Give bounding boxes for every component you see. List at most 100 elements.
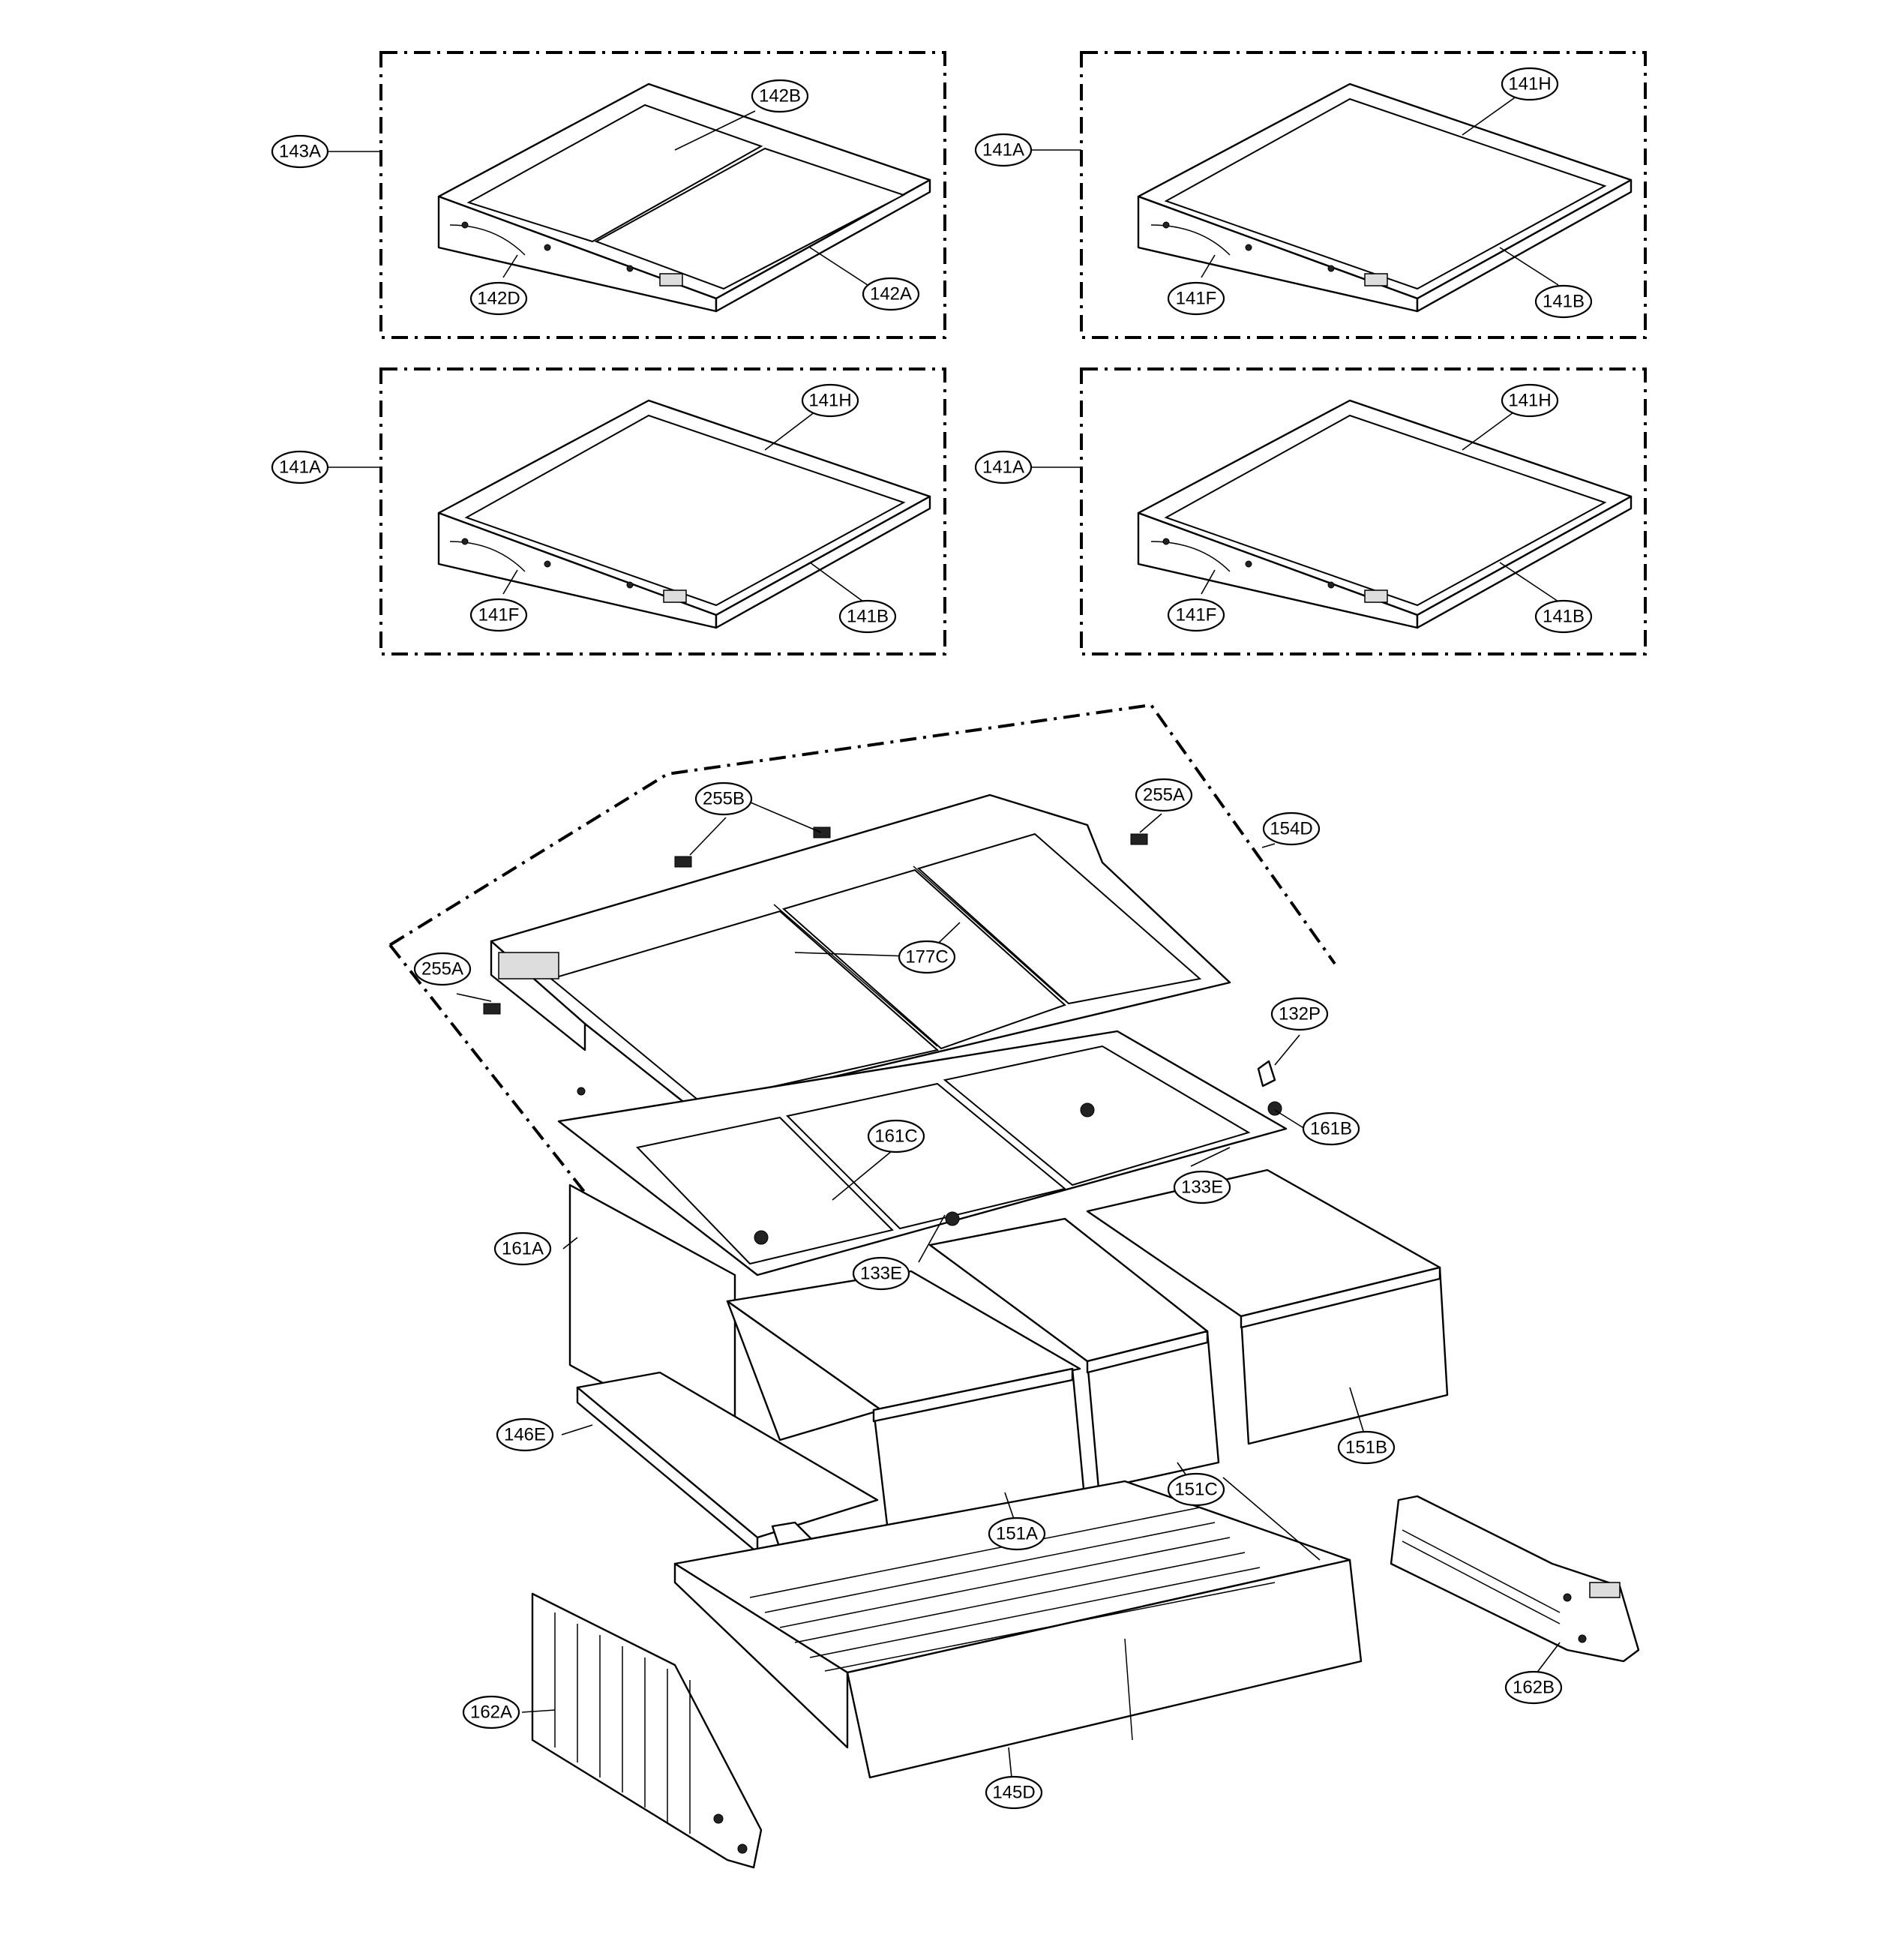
callout-133e: 133E [1173, 1170, 1231, 1204]
callout-label: 141B [1543, 607, 1585, 627]
callout-255a: 255A [1135, 778, 1193, 812]
callout-bubble [898, 940, 956, 974]
shelf-141A-3-drawing [1137, 399, 1633, 629]
callout-label: 141B [847, 607, 889, 627]
frame-shelf-143A [379, 51, 946, 339]
callout-bubble [852, 1256, 910, 1291]
callout-label: 132P [1279, 1004, 1321, 1024]
callout-label: 133E [1181, 1178, 1223, 1198]
callout-141f: 141F [1167, 598, 1225, 632]
callout-label: 142A [870, 284, 912, 304]
crisper-drawer-151A-drawing [726, 1270, 1085, 1539]
callout-bubble [751, 79, 809, 113]
callout-bubble [1534, 284, 1593, 319]
callout-bubble [271, 450, 329, 484]
callout-label: 141B [1543, 292, 1585, 312]
callout-161a: 161A [493, 1232, 552, 1266]
callout-142d: 142D [469, 281, 528, 316]
shelf-141A-2-drawing [437, 399, 931, 629]
crisper-drawer-151C-drawing [928, 1217, 1220, 1490]
pan-145D-drawing [673, 1480, 1363, 1779]
callout-142a: 142A [862, 277, 920, 311]
callout-bubble [493, 1232, 552, 1266]
callout-177c: 177C [898, 940, 956, 974]
callout-label: 143A [279, 142, 321, 162]
callout-bubble [1167, 281, 1225, 316]
callout-label: 151B [1345, 1438, 1387, 1458]
callout-bubble [1501, 67, 1559, 101]
callout-label: 141A [279, 458, 321, 478]
callout-label: 133E [860, 1264, 902, 1284]
callout-label: 162B [1513, 1678, 1555, 1698]
callout-bubble [694, 782, 753, 816]
callout-label: 151C [1174, 1480, 1217, 1500]
callout-133e: 133E [852, 1256, 910, 1291]
callout-162b: 162B [1504, 1670, 1563, 1705]
callout-bubble [469, 598, 528, 632]
callout-label: 161B [1310, 1119, 1352, 1139]
shelf-143A-drawing [437, 82, 931, 313]
callout-bubble [271, 134, 329, 169]
callout-255a: 255A [413, 952, 472, 986]
callout-label: 141H [808, 391, 851, 411]
callout-bubble [974, 133, 1033, 167]
callout-151c: 151C [1167, 1472, 1225, 1507]
callout-label: 146E [504, 1425, 546, 1445]
shelf-141A-1-drawing [1137, 82, 1633, 313]
callout-bubble [1135, 778, 1193, 812]
callout-141h: 141H [1501, 383, 1559, 418]
callout-143a: 143A [271, 134, 329, 169]
frame-shelf-141A-1 [1080, 51, 1647, 339]
callout-141a: 141A [271, 450, 329, 484]
callout-151a: 151A [988, 1516, 1046, 1551]
callout-layer: 143A 142B 142D 142A 141A 141H 141F 141B 141A 141H… [271, 67, 1593, 1810]
callout-label: 145D [992, 1783, 1035, 1803]
callout-label: 154D [1270, 819, 1312, 839]
callout-bubble [1173, 1170, 1231, 1204]
drawer-side-162B-drawing [1390, 1495, 1640, 1663]
callout-162a: 162A [462, 1695, 520, 1730]
callout-bubble [988, 1516, 1046, 1551]
callout-141b: 141B [1534, 599, 1593, 634]
callout-label: 255A [1143, 785, 1185, 806]
callout-bubble [1302, 1112, 1360, 1146]
callout-141h: 141H [801, 383, 859, 418]
callout-bubble [974, 450, 1033, 484]
callout-label: 255A [421, 959, 463, 980]
callout-bubble [462, 1695, 520, 1730]
callout-bubble [1534, 599, 1593, 634]
callout-label: 141H [1508, 391, 1551, 411]
callout-bubble [469, 281, 528, 316]
callout-bubble [1270, 997, 1329, 1031]
callout-161c: 161C [867, 1119, 925, 1154]
callout-bubble [985, 1775, 1043, 1810]
callout-bubble [413, 952, 472, 986]
callout-145d: 145D [985, 1775, 1043, 1810]
callout-label: 142B [759, 86, 801, 106]
callout-141f: 141F [469, 598, 528, 632]
callout-141a: 141A [974, 450, 1033, 484]
callout-141a: 141A [974, 133, 1033, 167]
callout-label: 141F [1176, 605, 1217, 626]
callout-151b: 151B [1337, 1430, 1396, 1465]
callout-label: 151A [996, 1524, 1038, 1544]
callout-154d: 154D [1262, 812, 1321, 846]
callout-bubble [496, 1418, 554, 1452]
callout-161b: 161B [1302, 1112, 1360, 1146]
callout-label: 255B [703, 789, 745, 809]
callout-bubble [862, 277, 920, 311]
frame-shelf-141A-3 [1080, 368, 1647, 656]
callout-141f: 141F [1167, 281, 1225, 316]
callout-bubble [1504, 1670, 1563, 1705]
callout-label: 162A [470, 1702, 512, 1723]
frame-cover-154D-left [388, 944, 586, 1194]
callout-bubble [801, 383, 859, 418]
callout-141h: 141H [1501, 67, 1559, 101]
crisper-drawer-151B-drawing [1086, 1168, 1449, 1445]
callout-label: 161A [502, 1239, 544, 1259]
callout-bubble [1262, 812, 1321, 846]
callout-label: 141H [1508, 74, 1551, 94]
callout-label: 141A [982, 458, 1024, 478]
callout-label: 141F [1176, 289, 1217, 309]
callout-label: 141A [982, 140, 1024, 160]
